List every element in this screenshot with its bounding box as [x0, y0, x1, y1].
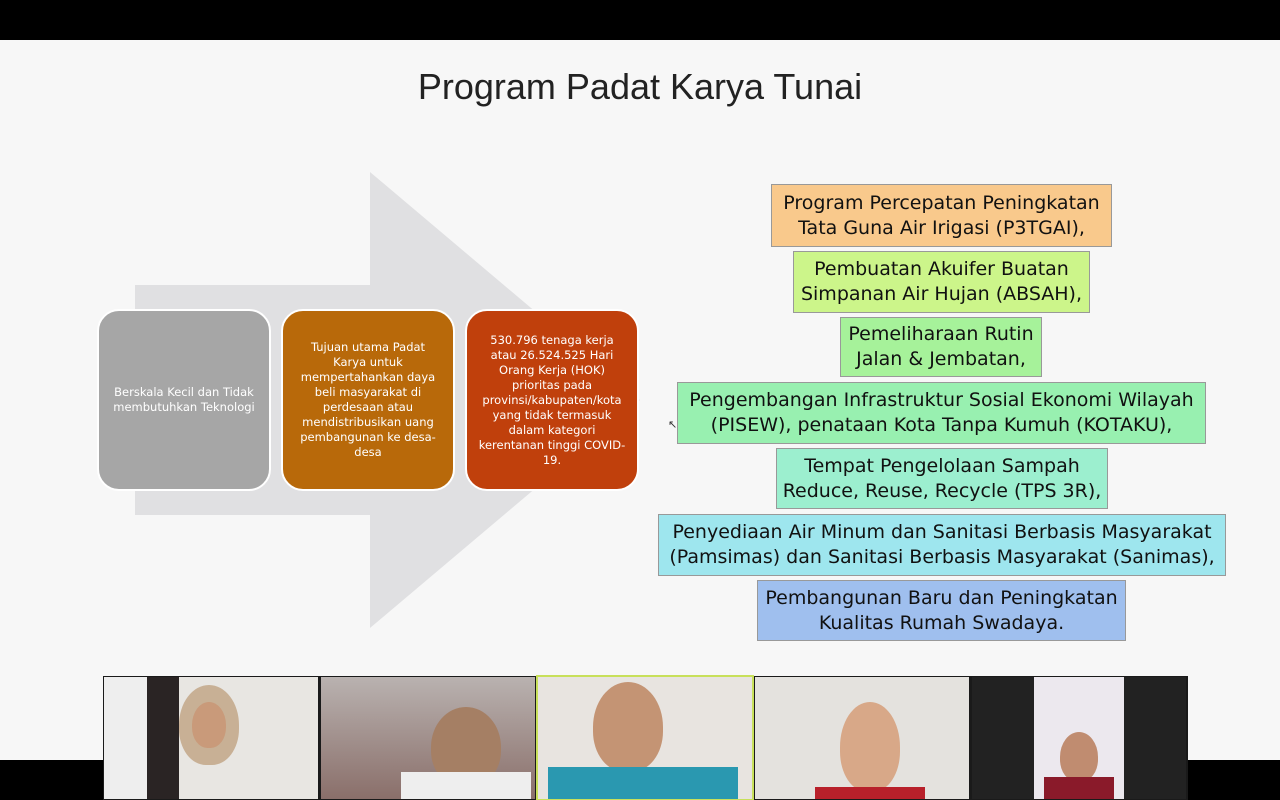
program-box-pamsimas-sanimas: Penyediaan Air Minum dan Sanitasi Berbas… — [658, 514, 1226, 576]
step-text: 530.796 tenaga kerja atau 26.524.525 Har… — [478, 332, 626, 467]
participant-video-1[interactable] — [104, 677, 318, 799]
program-line: Penyediaan Air Minum dan Sanitasi Berbas… — [672, 521, 1212, 543]
program-line: Pembangunan Baru dan Peningkatan — [765, 586, 1118, 609]
step-text: Tujuan utama Padat Karya untuk mempertah… — [300, 340, 436, 459]
program-line: (PISEW), penataan Kota Tanpa Kumuh (KOTA… — [710, 414, 1173, 436]
participant-video-3-active-speaker[interactable] — [536, 675, 754, 800]
participant-body — [401, 772, 531, 799]
participant-video-strip — [103, 675, 1188, 800]
mouse-cursor-icon: ↖ — [668, 418, 678, 431]
participant-video-2[interactable] — [321, 677, 535, 799]
top-bar — [0, 0, 1280, 40]
program-line: Pemeliharaan Rutin — [848, 323, 1034, 345]
participant-body — [1044, 777, 1114, 799]
program-line: Tata Guna Air Irigasi (P3TGAI), — [798, 216, 1085, 239]
participant-body — [815, 787, 925, 799]
program-line: Reduce, Reuse, Recycle (TPS 3R), — [782, 479, 1102, 502]
step-box-3: 530.796 tenaga kerja atau 26.524.525 Har… — [465, 309, 639, 491]
participant-face — [192, 702, 226, 748]
participant-face — [1060, 732, 1098, 782]
step-box-1: Berskala Kecil dan Tidak membutuhkan Tek… — [97, 309, 271, 491]
program-line: Program Percepatan Peningkatan — [783, 191, 1100, 214]
step-text: Berskala Kecil dan Tidak membutuhkan Tek… — [113, 385, 255, 414]
program-box-pisew-kotaku: Pengembangan Infrastruktur Sosial Ekonom… — [677, 382, 1206, 444]
program-line: Kualitas Rumah Swadaya. — [818, 611, 1065, 634]
participant-face — [840, 702, 900, 792]
participant-face — [593, 682, 663, 772]
participant-video-5[interactable] — [972, 677, 1186, 799]
slide-title: Program Padat Karya Tunai — [417, 66, 863, 107]
program-line: Pengembangan Infrastruktur Sosial Ekonom… — [689, 389, 1194, 411]
participant-body — [548, 767, 738, 799]
program-line: (Pamsimas) dan Sanitasi Berbasis Masyara… — [669, 546, 1215, 568]
program-line: Tempat Pengelolaan Sampah — [804, 454, 1080, 477]
program-line: Simpanan Air Hujan (ABSAH), — [800, 283, 1083, 305]
participant-video-4[interactable] — [755, 677, 969, 799]
step-box-2: Tujuan utama Padat Karya untuk mempertah… — [281, 309, 455, 491]
program-line: Pembuatan Akuifer Buatan — [814, 258, 1069, 280]
program-line: Jalan & Jembatan, — [856, 348, 1026, 370]
